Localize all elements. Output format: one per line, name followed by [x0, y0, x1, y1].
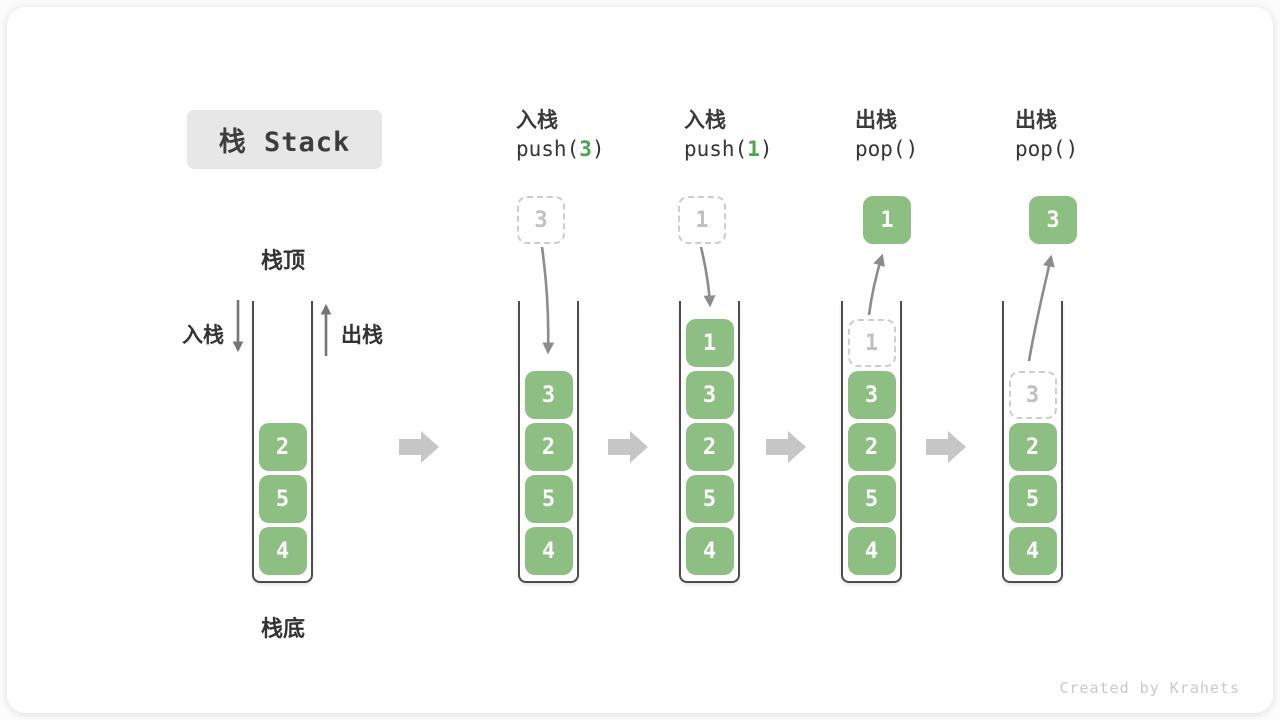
stack-well-initial: 2 5 4 [252, 301, 313, 583]
stack-item: 4 [685, 527, 734, 575]
op-action-label: 出栈 [1015, 109, 1057, 132]
stack-item: 5 [258, 475, 307, 523]
op-action-label: 入栈 [516, 109, 558, 132]
stack-well-after-push-3: 3 2 5 4 [518, 301, 579, 583]
op-code-label: pop() [855, 134, 1015, 164]
code-fn: pop( [1015, 137, 1066, 161]
stack-item: 2 [847, 423, 896, 471]
stack-item: 5 [847, 475, 896, 523]
stack-well-after-push-1: 1 3 2 5 4 [679, 301, 740, 583]
code-arg: 1 [747, 137, 760, 161]
code-fn: pop( [855, 137, 906, 161]
stack-item: 2 [258, 423, 307, 471]
op-code-label: pop() [1015, 134, 1175, 164]
watermark: Created by Krahets [1059, 679, 1240, 697]
stack-item: 3 [847, 371, 896, 419]
stack-item-popped: 3 [1008, 371, 1057, 419]
code-close: ) [905, 137, 919, 161]
stack-item: 5 [1008, 475, 1057, 523]
stack-item: 4 [1008, 527, 1057, 575]
stack-item: 4 [258, 527, 307, 575]
title-text: 栈 Stack [218, 127, 351, 158]
pop-out-label: 出栈 [341, 324, 383, 347]
stack-item: 1 [685, 319, 734, 367]
stack-well-after-pop-3: 3 2 5 4 [1002, 301, 1063, 583]
op-header-pop-1: 出栈 pop() [855, 108, 1015, 164]
stack-item: 5 [524, 475, 573, 523]
op-header-pop-2: 出栈 pop() [1015, 108, 1175, 164]
stack-item: 4 [847, 527, 896, 575]
code-arg: 3 [579, 137, 592, 161]
stack-well-after-pop-1: 1 3 2 5 4 [841, 301, 902, 583]
stack-item: 4 [524, 527, 573, 575]
code-fn: push( [516, 137, 580, 161]
stack-item: 5 [685, 475, 734, 523]
stack-item: 2 [1008, 423, 1057, 471]
push-in-label: 入栈 [182, 324, 224, 347]
stack-bottom-label: 栈底 [260, 616, 305, 641]
code-fn: push( [684, 137, 748, 161]
stack-item: 3 [524, 371, 573, 419]
op-header-push-1: 入栈 push(1) [684, 108, 844, 164]
floating-value-push-3: 3 [517, 196, 565, 244]
stack-top-label: 栈顶 [260, 248, 305, 273]
op-header-push-3: 入栈 push(3) [516, 108, 676, 164]
title-badge: 栈 Stack [187, 110, 382, 169]
floating-value-pop-3: 3 [1029, 196, 1077, 244]
op-action-label: 出栈 [855, 109, 897, 132]
stack-item-popped: 1 [847, 319, 896, 367]
code-close: ) [591, 137, 605, 161]
op-code-label: push(3) [516, 134, 676, 164]
stack-item: 2 [685, 423, 734, 471]
floating-value-push-1: 1 [678, 196, 726, 244]
op-action-label: 入栈 [684, 109, 726, 132]
code-close: ) [759, 137, 773, 161]
floating-value-pop-1: 1 [863, 196, 911, 244]
op-code-label: push(1) [684, 134, 844, 164]
stack-item: 2 [524, 423, 573, 471]
stack-item: 3 [685, 371, 734, 419]
code-close: ) [1065, 137, 1079, 161]
